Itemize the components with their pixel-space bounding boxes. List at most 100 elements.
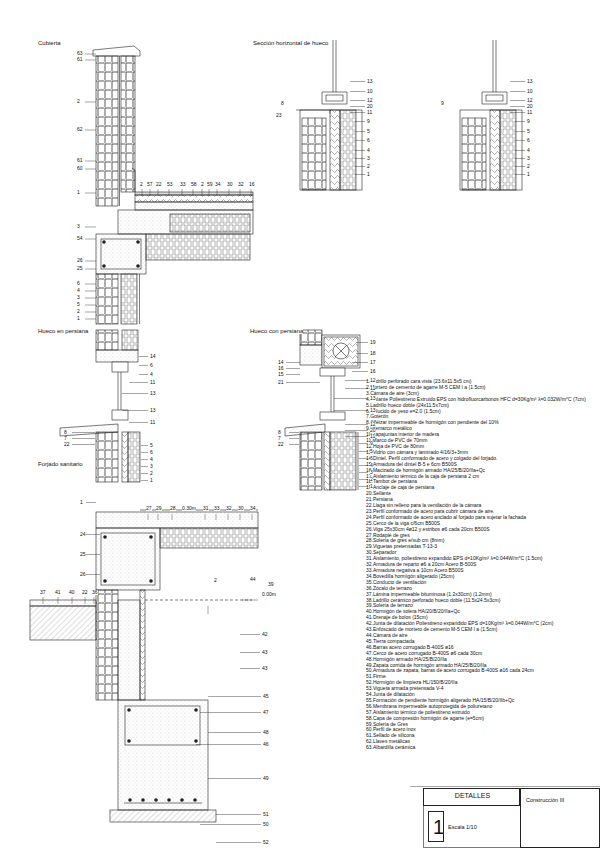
callout-number: 2 [370,477,373,482]
callout-number: 36 [92,590,98,595]
callout-number: 13 [367,79,373,84]
callout-number: 26 [77,258,83,263]
callout-number: 13 [370,396,376,401]
callout-number: 28 [170,506,176,511]
callout-number: 11 [150,380,155,385]
callout-number: 9 [441,101,444,106]
callout-number: 48 [263,730,269,735]
callout-number: 33 [180,182,186,187]
callout-number: 2 [77,99,80,104]
callout-number: 4 [150,372,153,377]
callout-number: 13 [150,391,156,396]
callout-number: 23 [276,113,282,118]
title-block-cell: DETALLES [423,788,520,806]
legend-note: 6.Enlucido de yeso e=2.0 (1.5cm) [366,409,598,415]
callout-number: 45 [263,694,269,699]
callout-number: 12 [367,98,373,103]
callout-number: 4 [150,457,153,462]
callout-number: 4 [77,288,80,293]
callout-number: 20 [367,104,373,109]
callout-number: 3 [527,156,530,161]
callout-number: 3 [150,464,153,469]
callout-number: 1 [367,172,370,177]
callout-number: 3 [367,156,370,161]
callout-number: 63 [77,51,83,56]
title-text: DETALLES [428,792,517,799]
callout-number: 3 [370,470,373,475]
callout-number: 43 [262,650,268,655]
callout-number: 34 [250,506,256,511]
callout-number: 6 [527,138,530,143]
callout-number: 49 [263,776,269,781]
callout-number: 34 [215,182,221,187]
callout-number: 12 [527,98,533,103]
callout-number: 2 [150,471,153,476]
callout-number: 22 [82,590,88,595]
callout-number: 8 [64,430,67,435]
callout-number: 1 [80,500,83,505]
callout-number: 16 [370,369,376,374]
callout-number: 40 [69,590,75,595]
callout-number: 19 [370,340,376,345]
callout-number: 20 [527,104,533,109]
title-block-cell: 1 [428,811,444,842]
callout-number: 8 [278,430,281,435]
callout-number: 5 [77,302,80,307]
legend-note: 19.Anclaje de caja de persiana [366,485,598,491]
callout-number: 2 [201,182,204,187]
callout-number: 13 [527,79,533,84]
title-text: Construcción III [526,797,597,803]
callout-number: 2 [214,578,217,583]
section-title: Cubierta [38,40,61,46]
section-title: Hueco en persiana [38,328,88,334]
callout-number: 22 [278,442,284,447]
callout-number: 11 [527,110,532,115]
callout-number: 57 [147,182,153,187]
callout-number: 25 [77,266,83,271]
callout-number: 60 [77,166,83,171]
callout-number: 1 [150,478,153,483]
callout-number: 1 [77,316,80,321]
callout-number: 32 [226,506,232,511]
callout-number: 6 [370,456,373,461]
callout-number: 37 [40,590,46,595]
legend-note: 29.Viguetas pretensadas T-13-3 [366,544,598,550]
callout-number: 4 [527,148,530,153]
callout-number: 2 [527,164,530,169]
callout-number: 5 [370,449,373,454]
callout-number: 1 [370,484,373,489]
callout-number: 4 [367,148,370,153]
callout-number: 10 [367,89,373,94]
callout-number: 6 [77,281,80,286]
callout-number: 30 [227,182,233,187]
callout-number: 62 [77,127,83,132]
callout-number: 7 [278,436,281,441]
callout-number: 52 [263,840,269,845]
callout-number: 21 [278,380,284,385]
callout-number: 26 [80,572,86,577]
callout-number: 32 [238,182,244,187]
callout-number: 51 [263,812,269,817]
legend-note: 63.Albardilla cerámica [366,745,598,751]
callout-number: 58 [191,182,197,187]
callout-number: 11 [367,110,372,115]
callout-number: 6 [150,450,153,455]
callout-number: 16 [249,182,255,187]
callout-number: 31 [203,506,209,511]
callout-number: 17 [370,360,376,365]
callout-number: 22 [64,442,70,447]
callout-number: 18 [370,351,376,356]
callout-number: 54 [77,236,83,241]
scale-text: Escala 1/10 [448,825,477,831]
callout-number: 9 [527,119,530,124]
callout-number: 47 [263,710,269,715]
callout-number: 2 [77,309,80,314]
callout-number: 6 [367,138,370,143]
section-title: Forjado sanitario [38,461,83,467]
callout-number: 43 [262,666,268,671]
callout-number: 4 [370,463,373,468]
section-title: Sección horizontal de hueco [253,40,328,46]
callout-number: 53 [167,182,173,187]
callout-number: 27 [146,506,152,511]
callout-number: 9 [370,441,373,446]
